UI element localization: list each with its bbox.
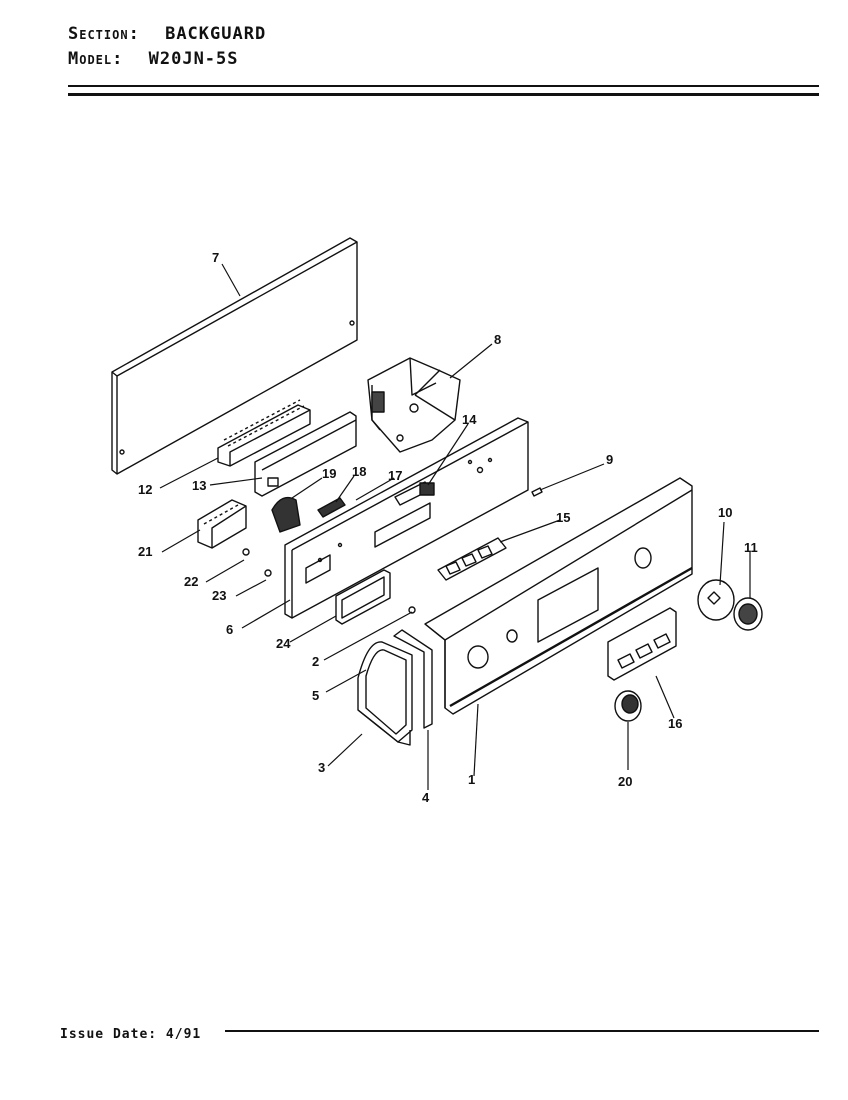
part-2-screw bbox=[408, 606, 416, 614]
part-12-terminal-block bbox=[217, 399, 311, 467]
callout-19: 19 bbox=[322, 466, 336, 481]
callout-13: 13 bbox=[192, 478, 206, 493]
section-header: Section: BACKGUARD bbox=[68, 24, 266, 44]
section-value: BACKGUARD bbox=[165, 24, 267, 44]
part-1-console bbox=[424, 477, 693, 715]
leader-lines bbox=[159, 263, 751, 790]
callout-6: 6 bbox=[226, 622, 233, 637]
model-label: Model: bbox=[68, 49, 124, 69]
part-20-knob bbox=[614, 690, 642, 722]
issue-date: Issue Date: 4/91 bbox=[60, 1027, 201, 1042]
part-18-spring bbox=[317, 497, 346, 518]
callout-21: 21 bbox=[138, 544, 152, 559]
callout-14: 14 bbox=[462, 412, 477, 427]
part-21-connector bbox=[197, 499, 247, 549]
part-23-screw bbox=[264, 569, 272, 577]
part-9-screw bbox=[531, 487, 543, 497]
part-19-switch bbox=[271, 496, 301, 533]
part-3-end-cap bbox=[357, 709, 411, 746]
part-8-housing bbox=[367, 357, 461, 453]
footer-rule bbox=[225, 1030, 819, 1032]
callout-7: 7 bbox=[212, 250, 219, 265]
callout-22: 22 bbox=[184, 574, 198, 589]
callout-24: 24 bbox=[276, 636, 291, 651]
callout-9: 9 bbox=[606, 452, 613, 467]
section-label: Section: bbox=[68, 24, 140, 44]
header-rule-thick bbox=[68, 93, 819, 96]
part-16-overlay bbox=[607, 607, 677, 681]
callout-16: 16 bbox=[668, 716, 682, 731]
part-24-window bbox=[335, 569, 391, 625]
header-rule-thin bbox=[68, 85, 819, 87]
callout-17: 17 bbox=[388, 468, 402, 483]
part-10-knob-skirt bbox=[697, 579, 735, 621]
part-13-bracket bbox=[254, 411, 357, 497]
callout-12: 12 bbox=[138, 482, 152, 497]
model-value: W20JN-5S bbox=[148, 49, 239, 69]
callout-3: 3 bbox=[318, 760, 325, 775]
part-6-rear-plate bbox=[284, 417, 529, 619]
part-7-cover-panel bbox=[111, 237, 358, 475]
callout-4: 4 bbox=[422, 790, 430, 805]
part-15-button-strip bbox=[437, 537, 507, 581]
callout-10: 10 bbox=[718, 505, 732, 520]
callout-11: 11 bbox=[744, 540, 758, 555]
callout-18: 18 bbox=[352, 464, 366, 479]
callout-labels: 7 8 14 9 12 13 19 18 17 15 10 11 21 22 2… bbox=[138, 250, 758, 805]
callout-23: 23 bbox=[212, 588, 226, 603]
callout-2: 2 bbox=[312, 654, 319, 669]
part-5-end-cap-bracket bbox=[357, 641, 413, 743]
issue-date-label: Issue Date: bbox=[60, 1027, 158, 1042]
part-22-screw bbox=[242, 548, 250, 556]
part-4-trim-strip bbox=[393, 629, 433, 729]
callout-5: 5 bbox=[312, 688, 319, 703]
part-11-knob bbox=[733, 597, 763, 631]
callout-20: 20 bbox=[618, 774, 632, 789]
issue-date-value: 4/91 bbox=[165, 1027, 202, 1042]
callout-15: 15 bbox=[556, 510, 570, 525]
model-header: Model: W20JN-5S bbox=[68, 49, 239, 69]
part-14-timer bbox=[419, 482, 435, 496]
callout-1: 1 bbox=[468, 772, 475, 787]
callout-8: 8 bbox=[494, 332, 501, 347]
